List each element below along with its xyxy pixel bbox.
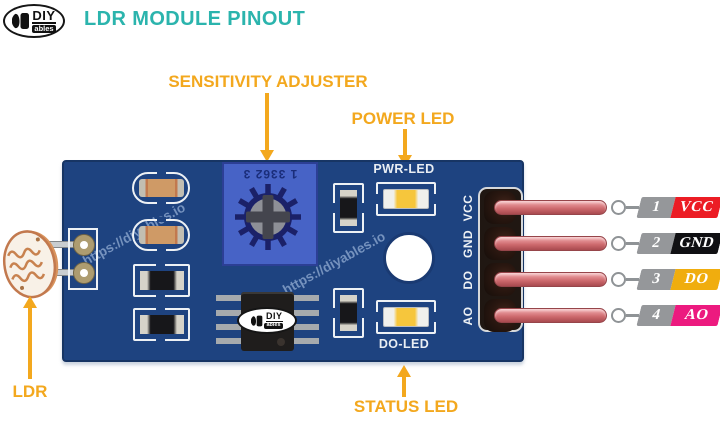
- power-led-label: POWER LED: [351, 109, 455, 128]
- pin-number: 2: [636, 233, 676, 254]
- sensitivity-arrow-down-icon: [260, 150, 274, 162]
- pinout-row: 4 AO: [611, 305, 720, 326]
- brand-logo: DIY ables: [3, 4, 65, 38]
- smd-resistor: [140, 315, 184, 334]
- pinout-row: 2 GND: [611, 233, 720, 254]
- brand-name: DIY: [266, 311, 283, 323]
- ic-pin1-dot: [277, 338, 285, 346]
- pin-name: AO: [670, 305, 720, 326]
- header-pin: [494, 308, 607, 323]
- header-pin-silk-label: AO: [461, 306, 475, 326]
- header-pin: [494, 200, 607, 215]
- header-pin-silk-label: GND: [461, 229, 475, 258]
- pin-name: DO: [670, 269, 720, 290]
- page-title: LDR MODULE PINOUT: [84, 8, 306, 30]
- status-led: [383, 307, 429, 327]
- ldr-label: LDR: [12, 382, 48, 401]
- potentiometer-dial-icon: [235, 184, 301, 250]
- status-led-label: STATUS LED: [353, 397, 459, 416]
- potentiometer-marking: 1 3362 3: [242, 167, 298, 181]
- pin-tag: 2 GND: [636, 233, 720, 254]
- pin-name: GND: [670, 233, 720, 254]
- pin-name: VCC: [670, 197, 720, 218]
- smd-resistor: [140, 271, 184, 290]
- do-led-silk-label: DO-LED: [378, 337, 430, 351]
- smd-resistor: [340, 190, 357, 226]
- power-led: [383, 189, 429, 209]
- pwr-led-silk-label: PWR-LED: [373, 162, 435, 176]
- ic-brand-logo: DIY ables: [237, 307, 297, 334]
- ic-leg: [292, 295, 319, 301]
- ic-leg: [216, 310, 243, 316]
- ldr-pad: [73, 262, 95, 284]
- ldr-arrow-line: [28, 307, 32, 379]
- ldr-pad-outline: [68, 228, 98, 290]
- pin-leader-line: [626, 278, 639, 281]
- header-pin: [494, 272, 607, 287]
- ldr-pad: [73, 234, 95, 256]
- ic-leg: [216, 324, 243, 330]
- brand-suffix: ables: [264, 322, 283, 329]
- brand-suffix: ables: [32, 24, 56, 34]
- header-pin-silk-label: VCC: [461, 194, 475, 222]
- pin-number: 3: [636, 269, 676, 290]
- brand-glyph-icon: [12, 13, 30, 29]
- pin-number: 4: [636, 305, 676, 326]
- ic-leg: [292, 338, 319, 344]
- header-pin: [494, 236, 607, 251]
- smd-resistor: [340, 295, 357, 331]
- header-pin-silk-label: DO: [461, 270, 475, 290]
- pin-ring-icon: [611, 272, 626, 287]
- sensitivity-arrow-line: [265, 93, 269, 150]
- ic-leg: [292, 310, 319, 316]
- pin-tag: 4 AO: [636, 305, 720, 326]
- ic-leg: [292, 324, 319, 330]
- ic-leg: [216, 338, 243, 344]
- pin-ring-icon: [611, 236, 626, 251]
- ldr-arrow-up-icon: [23, 296, 37, 308]
- status-led-arrow-up-icon: [397, 365, 411, 377]
- mounting-hole: [383, 232, 435, 284]
- pin-leader-line: [626, 206, 639, 209]
- pin-tag: 3 DO: [636, 269, 720, 290]
- pin-ring-icon: [611, 308, 626, 323]
- melf-resistor: [139, 226, 184, 244]
- status-led-arrow-line: [402, 376, 406, 397]
- pin-ring-icon: [611, 200, 626, 215]
- brand-name: DIY: [32, 8, 56, 25]
- pin-tag: 1 VCC: [636, 197, 720, 218]
- power-led-arrow-line: [403, 129, 407, 155]
- pinout-row: 1 VCC: [611, 197, 720, 218]
- pin-leader-line: [626, 242, 639, 245]
- pin-number: 1: [636, 197, 676, 218]
- brand-glyph-icon: [251, 315, 263, 326]
- ic-leg: [216, 295, 243, 301]
- sensitivity-adjuster-label: SENSITIVITY ADJUSTER: [168, 72, 368, 91]
- pinout-row: 3 DO: [611, 269, 720, 290]
- pin-leader-line: [626, 314, 639, 317]
- melf-resistor: [139, 179, 184, 197]
- ldr-photoresistor: [2, 230, 59, 299]
